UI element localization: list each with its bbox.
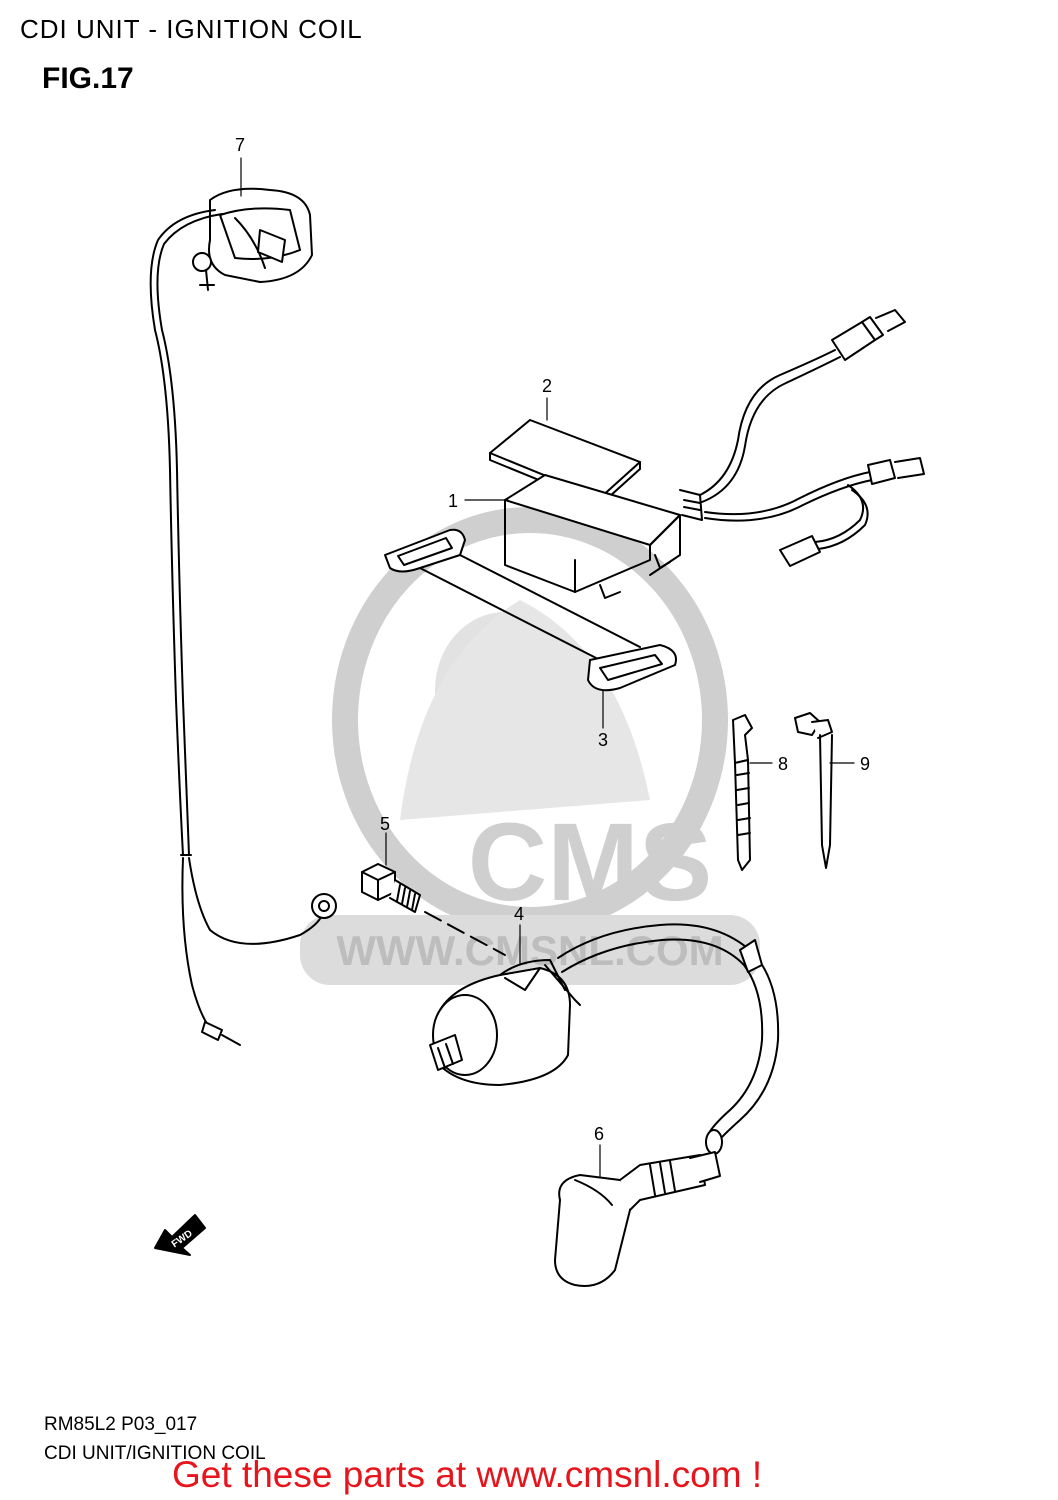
callout-1: 1 bbox=[448, 491, 458, 511]
model-code: RM85L2 P03_017 bbox=[44, 1414, 198, 1435]
promo-link-text[interactable]: Get these parts at www.cmsnl.com ! bbox=[172, 1454, 763, 1495]
spark-plug-cap-drawing bbox=[554, 1151, 721, 1287]
callout-3: 3 bbox=[598, 730, 608, 750]
stator-pickup-coil-drawing bbox=[149, 187, 337, 1046]
watermark-url-text: WWW.CMSNL.COM bbox=[336, 927, 723, 974]
cable-tie-drawing bbox=[732, 714, 753, 871]
callout-6: 6 bbox=[594, 1124, 604, 1144]
callout-8: 8 bbox=[778, 754, 788, 774]
watermark-logo: CMS WWW.CMSNL.COM bbox=[300, 507, 760, 985]
fwd-arrow-icon bbox=[154, 1214, 206, 1256]
callout-4: 4 bbox=[514, 904, 524, 924]
callout-leaders bbox=[240, 157, 855, 1179]
figure-caption: CDI UNIT/IGNITION COIL bbox=[44, 1443, 266, 1464]
bolt-drawing bbox=[361, 863, 506, 956]
callout-7: 7 bbox=[235, 135, 245, 155]
clamp-tie-drawing bbox=[794, 712, 833, 869]
callout-5: 5 bbox=[380, 814, 390, 834]
cdi-wiring-harness bbox=[699, 309, 925, 567]
callout-2: 2 bbox=[542, 376, 552, 396]
watermark-logo-text: CMS bbox=[468, 801, 712, 924]
page-title: CDI UNIT - IGNITION COIL bbox=[20, 14, 363, 44]
callout-9: 9 bbox=[860, 754, 870, 774]
ignition-coil-drawing bbox=[429, 923, 780, 1155]
cdi-unit-drawing bbox=[504, 474, 703, 599]
mounting-band-drawing bbox=[384, 528, 677, 692]
figure-label: FIG.17 bbox=[42, 62, 134, 95]
